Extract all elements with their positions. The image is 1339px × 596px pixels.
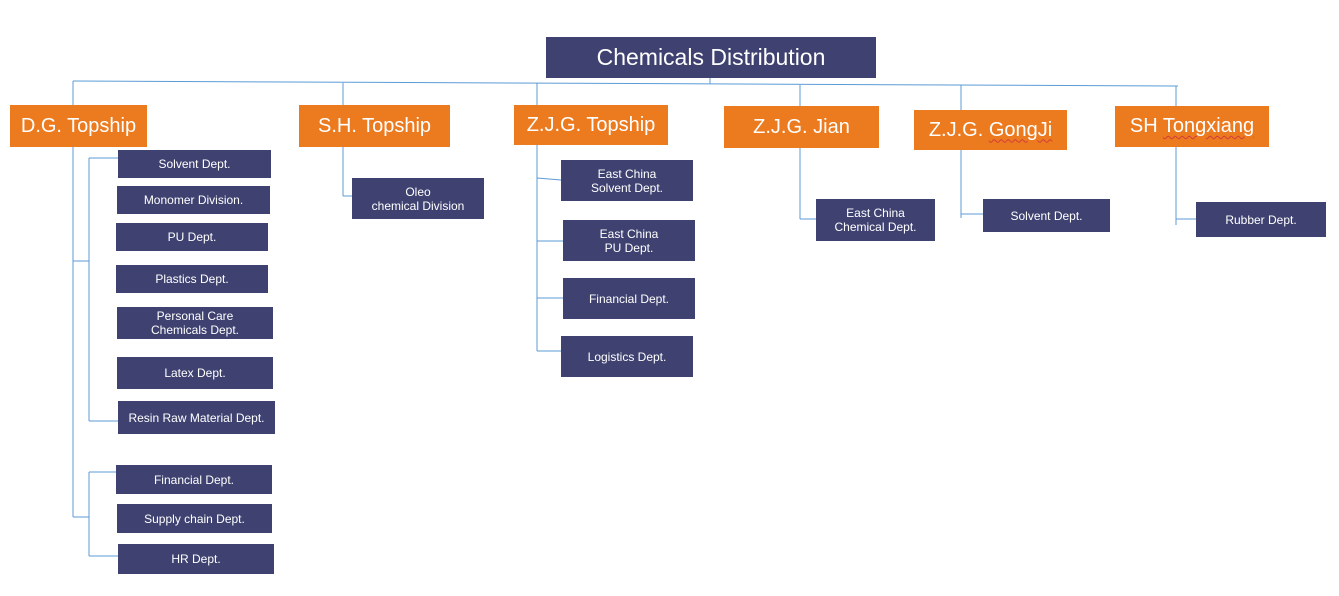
dept-hr: HR Dept. — [118, 544, 274, 574]
company-zjg-gongji: Z.J.G. GongJi — [914, 110, 1067, 150]
company-zjg-jian: Z.J.G. Jian — [724, 106, 879, 148]
dept-label: Solvent Dept. — [158, 157, 231, 171]
company-zjg-topship: Z.J.G. Topship — [514, 105, 668, 145]
dept-monomer: Monomer Division. — [117, 186, 270, 214]
dept-label: East China Solvent Dept. — [590, 166, 664, 195]
dept-financial: Financial Dept. — [116, 465, 272, 494]
dept-logistics: Logistics Dept. — [561, 336, 693, 377]
dept-label: Rubber Dept. — [1225, 212, 1297, 227]
dept-east-china-pu: East China PU Dept. — [563, 220, 695, 261]
dept-rubber: Rubber Dept. — [1196, 202, 1326, 237]
dept-personal-care: Personal Care Chemicals Dept. — [117, 307, 273, 339]
dept-solvent: Solvent Dept. — [983, 199, 1110, 232]
company-dg-topship: D.G. Topship — [10, 105, 147, 147]
dept-label: Solvent Dept. — [1010, 208, 1083, 223]
dept-label: East China PU Dept. — [599, 226, 659, 255]
dept-label: Financial Dept. — [588, 291, 670, 306]
dept-east-china-chemical: East China Chemical Dept. — [816, 199, 935, 241]
dept-label: Logistics Dept. — [587, 349, 667, 364]
company-label-prefix: SH — [1129, 115, 1163, 137]
dept-label: East China Chemical Dept. — [834, 206, 917, 234]
company-label: Z.J.G. Jian — [753, 115, 850, 138]
dept-resin-raw-material: Resin Raw Material Dept. — [118, 401, 275, 434]
company-label: S.H. Topship — [317, 114, 432, 137]
dept-financial: Financial Dept. — [563, 278, 695, 319]
dept-label: Resin Raw Material Dept. — [128, 410, 265, 425]
dept-latex: Latex Dept. — [117, 357, 273, 389]
dept-label: Plastics Dept. — [155, 272, 229, 286]
dept-label: Monomer Division. — [143, 193, 244, 207]
dept-label: Oleo chemical Division — [371, 184, 465, 213]
company-label: Z.J.G. GongJi — [929, 119, 1052, 142]
dept-label: Supply chain Dept. — [144, 511, 245, 526]
dept-plastics: Plastics Dept. — [116, 265, 268, 293]
dept-label: Latex Dept. — [164, 366, 226, 380]
root-node: Chemicals Distribution — [546, 37, 876, 78]
dept-label: PU Dept. — [167, 230, 217, 244]
company-label-underlined: Tongxiang — [1162, 115, 1255, 137]
dept-oleochemical: Oleo chemical Division — [352, 178, 484, 219]
dept-supply-chain: Supply chain Dept. — [117, 504, 272, 533]
company-label-underlined: GongJi — [988, 118, 1053, 141]
company-label: D.G. Topship — [20, 114, 137, 137]
company-sh-topship: S.H. Topship — [299, 105, 450, 147]
dept-label: HR Dept. — [171, 552, 221, 566]
company-label: Z.J.G. Topship — [526, 113, 656, 136]
dept-label: Personal Care Chemicals Dept. — [150, 309, 240, 337]
dept-east-china-solvent: East China Solvent Dept. — [561, 160, 693, 201]
dept-solvent: Solvent Dept. — [118, 150, 271, 178]
company-label: SH Tongxiang — [1130, 115, 1254, 138]
root-label: Chemicals Distribution — [596, 44, 826, 70]
dept-label: Financial Dept. — [153, 472, 235, 487]
company-sh-tongxiang: SH Tongxiang — [1115, 106, 1269, 147]
dept-pu: PU Dept. — [116, 223, 268, 251]
company-label-prefix: Z.J.G. — [928, 118, 989, 141]
